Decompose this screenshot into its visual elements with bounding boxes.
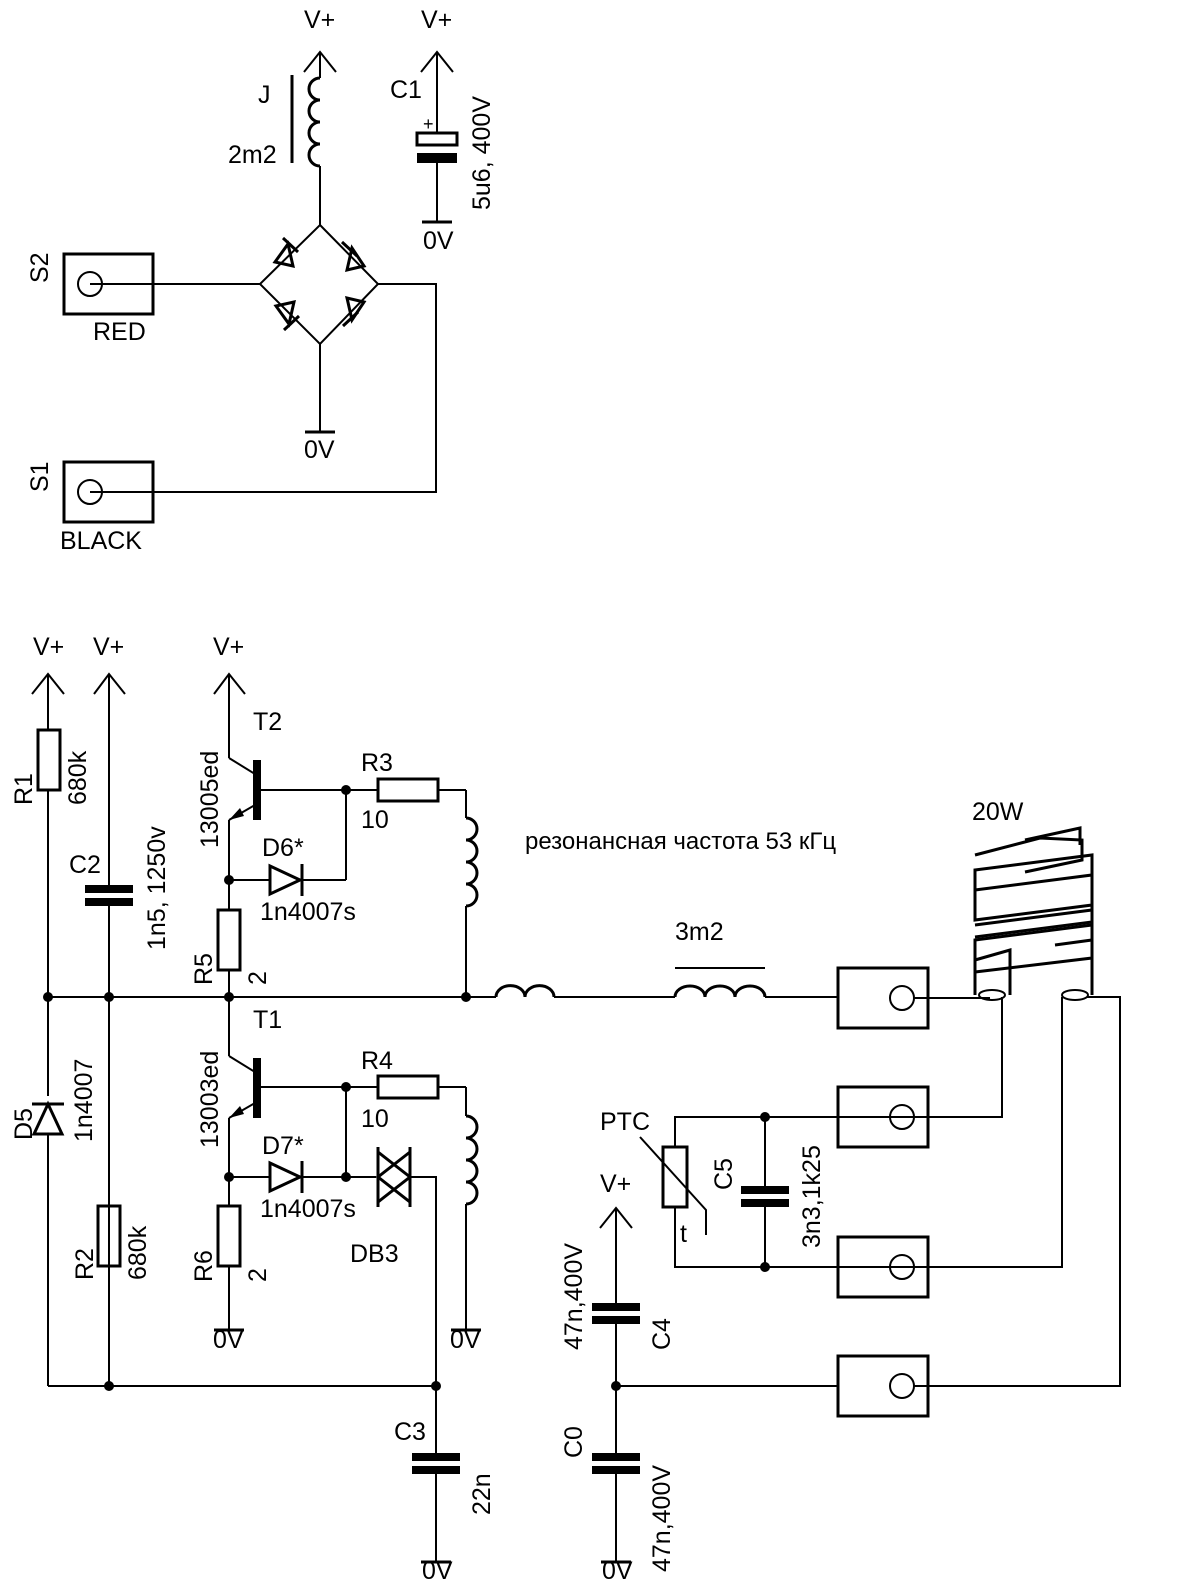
r3-value: 10 bbox=[361, 806, 389, 834]
zero-volt-label: 0V bbox=[450, 1326, 481, 1354]
connector-s1: S1 BLACK bbox=[26, 283, 437, 555]
c1-value: 5u6, 400V bbox=[468, 96, 496, 210]
s1-ref: S1 bbox=[26, 461, 54, 492]
c5-value: 3n3,1k25 bbox=[798, 1145, 826, 1248]
junction-dot bbox=[104, 992, 114, 1002]
connector-s2: S2 RED bbox=[26, 252, 260, 346]
r2-value: 680k bbox=[124, 1225, 152, 1280]
c4-value: 47n,400V bbox=[560, 1243, 588, 1350]
capacitor-c4: V+ 47n,400V C4 bbox=[560, 1170, 838, 1454]
r2-ref: R2 bbox=[71, 1248, 99, 1280]
c1-plus-mark: + bbox=[423, 114, 434, 134]
c2-value: 1n5, 1250v bbox=[143, 826, 171, 950]
s2-name: RED bbox=[93, 318, 146, 346]
t1-ref: T1 bbox=[253, 1006, 282, 1034]
ptc-t-label: t bbox=[680, 1220, 687, 1248]
c0-value: 47n,400V bbox=[648, 1465, 676, 1572]
t2-value: 13005ed bbox=[196, 751, 224, 848]
s1-name: BLACK bbox=[60, 527, 142, 555]
lamp-terminal bbox=[836, 966, 990, 1030]
vplus-symbol: V+ bbox=[31, 633, 65, 730]
c4-ref: C4 bbox=[648, 1318, 676, 1350]
vplus-label: V+ bbox=[600, 1170, 631, 1198]
zero-volt-label: 0V bbox=[422, 1557, 453, 1579]
vplus-symbol: V+ bbox=[303, 6, 337, 78]
resistor-r4: R4 10 bbox=[346, 1047, 466, 1133]
r3-ref: R3 bbox=[361, 749, 393, 777]
resistor-r2: R2 680k bbox=[71, 1204, 152, 1280]
zero-volt-label: 0V bbox=[213, 1326, 244, 1354]
transistor-t1: T1 13003ed bbox=[196, 997, 346, 1206]
ptc-ref: PTC bbox=[600, 1108, 650, 1136]
diode-d7: D7* 1n4007s bbox=[224, 1087, 356, 1223]
resistor-r3: R3 10 bbox=[346, 749, 466, 834]
transistor-t2: V+ T2 13005ed bbox=[196, 633, 346, 910]
diode-bridge: 0V bbox=[258, 223, 380, 464]
vplus-label: V+ bbox=[33, 633, 64, 661]
resistor-r5: R5 2 bbox=[190, 908, 272, 997]
inductor-j-value: 2m2 bbox=[228, 141, 277, 169]
d6-value: 1n4007s bbox=[260, 898, 356, 926]
capacitor-c0: 0V C0 47n,400V bbox=[560, 1426, 676, 1579]
ptc-thermistor: PTC t bbox=[600, 1108, 765, 1268]
inverter-section: V+ V+ R1 680k C2 1n5, 1250v bbox=[10, 633, 1121, 1579]
db3-label: DB3 bbox=[350, 1240, 399, 1268]
s2-ref: S2 bbox=[26, 252, 54, 283]
diac-db3: DB3 bbox=[346, 1147, 437, 1386]
vplus-label: V+ bbox=[93, 633, 124, 661]
junction-dot bbox=[43, 992, 53, 1002]
r5-ref: R5 bbox=[190, 953, 218, 985]
r1-ref: R1 bbox=[10, 773, 38, 805]
capacitor-c2: C2 1n5, 1250v bbox=[69, 826, 171, 1386]
vplus-label: V+ bbox=[421, 6, 452, 34]
r4-ref: R4 bbox=[361, 1047, 393, 1075]
vplus-symbol: V+ bbox=[93, 633, 126, 886]
d5-ref: D5 bbox=[10, 1108, 38, 1140]
resistor-r1: R1 680k bbox=[10, 728, 92, 1096]
vplus-label: V+ bbox=[304, 6, 335, 34]
lamp-terminal bbox=[836, 996, 1121, 1418]
r4-value: 10 bbox=[361, 1105, 389, 1133]
inductor-value: 3m2 bbox=[675, 918, 724, 946]
winding-upper bbox=[465, 790, 479, 997]
inductor-j-ref: J bbox=[258, 81, 271, 109]
d6-ref: D6* bbox=[262, 834, 304, 862]
c3-ref: C3 bbox=[394, 1418, 426, 1446]
vplus-label: V+ bbox=[213, 633, 244, 661]
winding-lower: 0V bbox=[450, 1087, 481, 1354]
d7-ref: D7* bbox=[262, 1132, 304, 1160]
r6-value: 2 bbox=[244, 1268, 272, 1282]
lamp-label: 20W bbox=[972, 798, 1024, 826]
c1-ref: C1 bbox=[390, 76, 422, 104]
t2-ref: T2 bbox=[253, 708, 282, 736]
r1-value: 680k bbox=[64, 750, 92, 805]
junction-dot bbox=[104, 1381, 114, 1391]
c5-ref: C5 bbox=[710, 1158, 738, 1190]
lamp-terminal bbox=[765, 997, 1063, 1299]
zero-volt-label: 0V bbox=[304, 436, 335, 464]
capacitor-c1: V+ + 0V C1 5u6, 400V bbox=[390, 6, 496, 255]
d5-value: 1n4007 bbox=[70, 1059, 98, 1142]
c2-ref: C2 bbox=[69, 851, 101, 879]
lamp-20w: 20W bbox=[972, 798, 1094, 1001]
d7-value: 1n4007s bbox=[260, 1195, 356, 1223]
capacitor-c3: 0V C3 22n bbox=[394, 1386, 496, 1579]
r5-value: 2 bbox=[244, 971, 272, 985]
r6-ref: R6 bbox=[190, 1250, 218, 1282]
t1-value: 13003ed bbox=[196, 1051, 224, 1148]
diode-d5: D5 1n4007 bbox=[10, 1059, 98, 1386]
zero-volt-label: 0V bbox=[423, 227, 454, 255]
rectifier-section: V+ J 2m2 V+ + 0V C1 5u6, 400V bbox=[26, 6, 496, 555]
inductor-j: J 2m2 bbox=[228, 75, 321, 225]
resonant-inductor: 3m2 bbox=[494, 918, 838, 998]
diode-d6: D6* 1n4007s bbox=[224, 790, 356, 926]
c0-ref: C0 bbox=[560, 1426, 588, 1458]
lamp-terminal bbox=[765, 997, 1003, 1149]
resistor-r6: 0V R6 2 bbox=[190, 1204, 272, 1354]
resonance-note: резонансная частота 53 кГц bbox=[525, 828, 836, 855]
c3-value: 22n bbox=[468, 1473, 496, 1515]
capacitor-c5: C5 3n3,1k25 bbox=[710, 1112, 826, 1272]
zero-volt-label: 0V bbox=[602, 1557, 633, 1579]
